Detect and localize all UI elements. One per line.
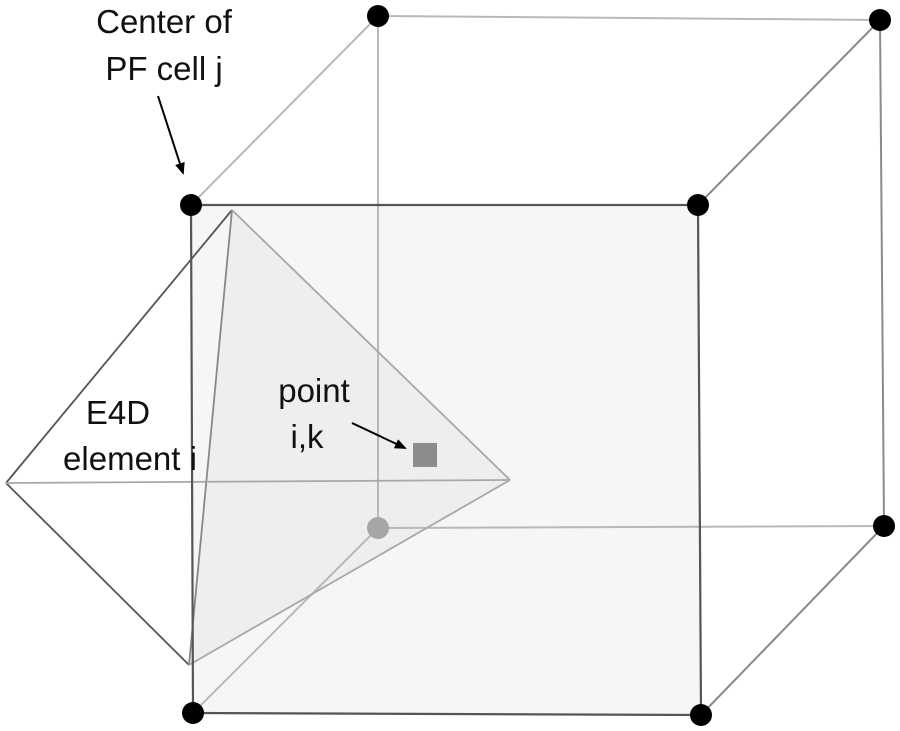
vertex-front-bottom-left	[182, 702, 204, 724]
tetra-edge-top-right	[231, 209, 511, 481]
front-bottom-edge	[192, 711, 702, 717]
tetra-edge-left-bottom	[5, 482, 190, 666]
vertex-back-bottom-right	[873, 515, 895, 537]
point-label-line1: point	[278, 372, 350, 409]
vertex-front-top-right	[687, 194, 709, 216]
bottom-left-depth-edge	[192, 527, 379, 714]
center-label-line2: PF cell j	[105, 50, 222, 87]
top-right-depth-edge	[697, 19, 881, 206]
tetra-edge-left-top	[5, 209, 233, 484]
vertex-back-top-left	[367, 5, 389, 27]
point-label-line2: i,k	[291, 418, 325, 455]
back-right-vertical-edge	[879, 19, 885, 527]
front-right-edge	[696, 204, 703, 716]
element-label-line1: E4D	[86, 394, 150, 431]
pf-cell-vertices	[180, 5, 895, 726]
point-ik-marker	[413, 443, 437, 467]
center-label-line1: Center of	[96, 3, 233, 40]
e4d-tetrahedron	[5, 209, 511, 666]
cube-front-edges	[189, 203, 703, 717]
vertex-front-bottom-right	[690, 704, 712, 726]
cube-back-edges	[190, 15, 885, 714]
tetra-edge-bottom-right	[188, 479, 511, 666]
front-left-edge	[189, 204, 195, 714]
tetrahedron-face	[189, 210, 510, 665]
point-arrow	[351, 422, 407, 449]
back-bottom-edge	[377, 525, 885, 529]
top-left-depth-edge	[190, 15, 379, 206]
cube-right-edges	[697, 19, 885, 716]
bottom-right-depth-edge	[700, 525, 885, 716]
back-top-edge	[377, 15, 881, 21]
vertex-back-top-right	[869, 9, 891, 31]
element-label-line2: element i	[63, 440, 197, 477]
center-arrow	[157, 95, 185, 175]
tetra-edge-left-right	[5, 479, 511, 484]
vertex-back-bottom-left-hidden	[367, 517, 389, 539]
vertex-front-top-left	[180, 194, 202, 216]
tetra-edge-top-bottom	[188, 209, 233, 666]
